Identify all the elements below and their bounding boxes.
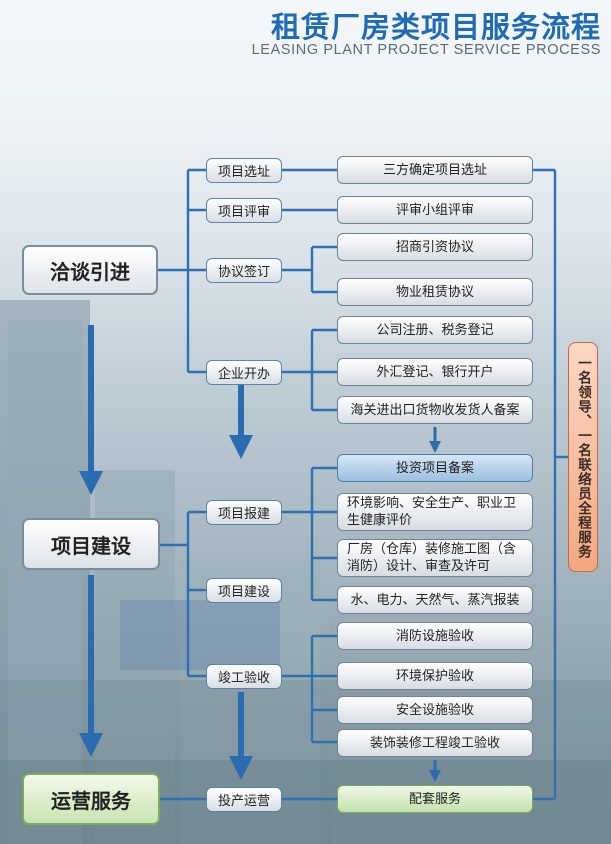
detail-investment-filing: 投资项目备案	[337, 454, 533, 482]
detail-company-registration: 公司注册、税务登记	[337, 316, 533, 344]
step-agreement-signing: 协议签订	[206, 258, 282, 283]
step-project-review: 项目评审	[206, 198, 282, 223]
detail-panel-review: 评审小组评审	[337, 196, 533, 224]
side-service-label: 一名领导、一名联络员全程服务	[568, 342, 598, 572]
detail-investment-agreement: 招商引资协议	[337, 233, 533, 261]
detail-tripartite-site: 三方确定项目选址	[337, 156, 533, 184]
detail-supporting-services: 配套服务	[337, 785, 533, 813]
page-subtitle: LEASING PLANT PROJECT SERVICE PROCESS	[251, 42, 601, 58]
detail-forex-bank: 外汇登记、银行开户	[337, 358, 533, 386]
step-project-construction: 项目建设	[206, 578, 282, 603]
detail-property-lease: 物业租赁协议	[337, 278, 533, 306]
stage-operation: 运营服务	[22, 773, 160, 825]
detail-env-acceptance: 环境保护验收	[337, 662, 533, 690]
step-enterprise-setup: 企业开办	[206, 360, 282, 385]
stage-construction: 项目建设	[22, 518, 160, 570]
detail-env-safety-health: 环境影响、安全生产、职业卫生健康评价	[337, 493, 533, 531]
detail-fire-acceptance: 消防设施验收	[337, 622, 533, 650]
detail-decoration-acceptance: 装饰装修工程竣工验收	[337, 729, 533, 757]
detail-design-review: 厂房（仓库）装修施工图（含消防）设计、审查及许可	[337, 539, 533, 577]
step-completion-acceptance: 竣工验收	[206, 664, 282, 689]
step-site-selection: 项目选址	[206, 158, 282, 183]
detail-safety-acceptance: 安全设施验收	[337, 696, 533, 724]
stage-negotiation: 洽谈引进	[22, 245, 158, 295]
detail-utilities: 水、电力、天然气、蒸汽报装	[337, 586, 533, 614]
step-project-filing: 项目报建	[206, 500, 282, 525]
detail-customs-filing: 海关进出口货物收发货人备案	[337, 396, 533, 424]
page-title: 租赁厂房类项目服务流程	[270, 10, 601, 44]
step-operation-start: 投产运营	[206, 787, 282, 812]
